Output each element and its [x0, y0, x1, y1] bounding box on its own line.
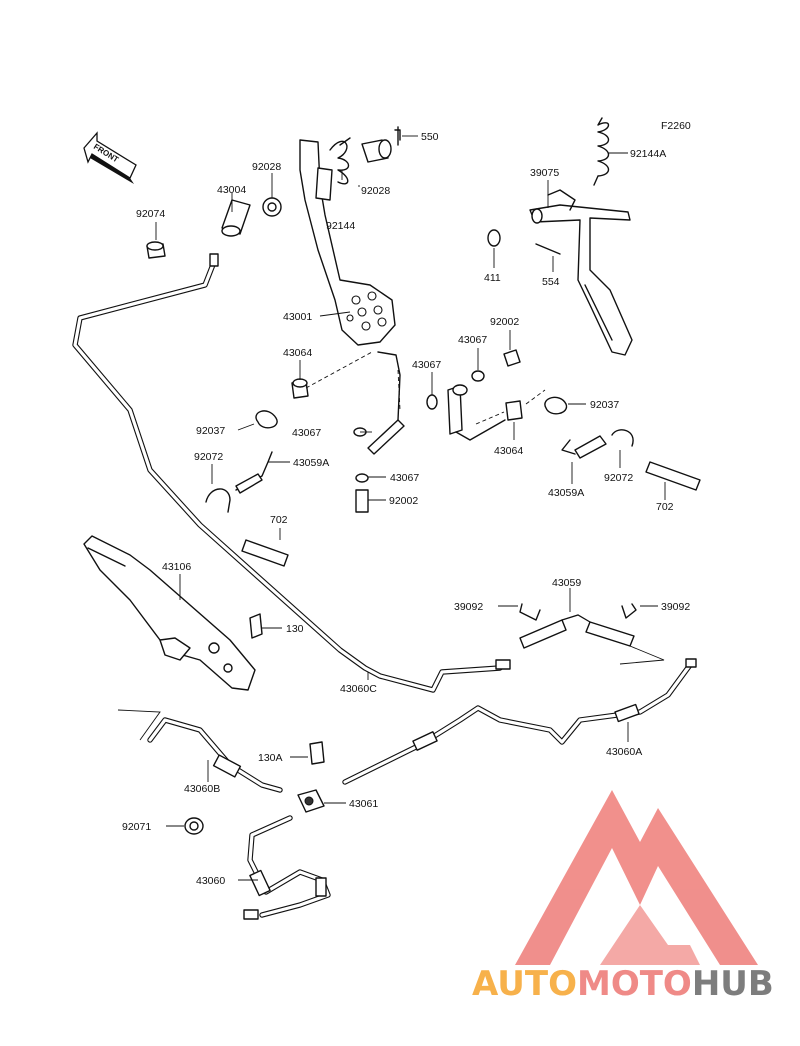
bolt-92002-a — [503, 349, 521, 367]
label-92028-b: 92028 — [361, 185, 390, 197]
watermark-auto: AUTO — [472, 964, 577, 1004]
bolt-92002-b — [355, 489, 369, 513]
label-554: 554 — [542, 276, 560, 288]
washer-43067-d — [355, 473, 369, 483]
label-43001: 43001 — [283, 311, 312, 323]
equalizer-43061 — [297, 789, 325, 813]
washer-43067-a — [471, 370, 485, 382]
label-130: 130 — [286, 623, 304, 635]
label-43060b: 43060B — [184, 783, 220, 795]
svg-text:AUTOMOTOHUB: AUTOMOTOHUB — [472, 964, 774, 1004]
bushing-92028-b — [361, 139, 392, 163]
label-92002-b: 92002 — [389, 495, 418, 507]
watermark-hub: HUB — [692, 964, 774, 1004]
clip-92072-b — [611, 429, 634, 447]
label-43060a: 43060A — [606, 746, 642, 758]
label-43060c: 43060C — [340, 683, 377, 695]
cable-43060a — [342, 658, 697, 785]
label-43060: 43060 — [196, 875, 225, 887]
spring-92144 — [329, 137, 351, 185]
label-411: 411 — [484, 272, 501, 284]
clip-39092-b — [621, 603, 637, 619]
label-43064-a: 43064 — [283, 347, 312, 359]
bushing-43064-a — [291, 378, 309, 399]
bushing-92074 — [146, 241, 166, 259]
brake-pedal-43001 — [299, 139, 396, 346]
hose-43059a-b — [561, 435, 607, 459]
cable-43059 — [519, 614, 635, 649]
clip-39092-a — [519, 603, 541, 621]
part-labels: 550 92144A 92028 92028 43004 92074 92144… — [122, 131, 690, 887]
label-39092-b: 39092 — [661, 601, 690, 613]
hose-fitting-center — [367, 351, 405, 455]
rod-702-a — [241, 539, 289, 567]
label-702-a: 702 — [270, 514, 288, 526]
front-arrow-icon: FRONT — [83, 131, 137, 184]
label-43059a-a: 43059A — [293, 457, 329, 469]
label-702-b: 702 — [656, 501, 674, 513]
washer-411 — [487, 229, 501, 247]
watermark-moto: MOTO — [577, 964, 692, 1004]
label-43106: 43106 — [162, 561, 191, 573]
label-43067-d: 43067 — [390, 472, 419, 484]
cable-43060c — [72, 253, 511, 693]
label-92144: 92144 — [326, 220, 355, 232]
bolt-130a — [309, 741, 325, 765]
label-43059a-b: 43059A — [548, 487, 584, 499]
parking-pedal-39075 — [529, 189, 633, 356]
spring-92144a — [593, 117, 610, 186]
figure-code: F2260 — [661, 120, 691, 132]
cable-43060b — [117, 709, 283, 793]
hose-43059a-a — [235, 451, 273, 494]
watermark-triangle-logo — [515, 790, 758, 965]
label-43059: 43059 — [552, 577, 581, 589]
pin-550 — [394, 126, 401, 146]
hose-fitting-right — [447, 384, 506, 441]
label-130a: 130A — [258, 752, 283, 764]
label-92072-a: 92072 — [194, 451, 223, 463]
leader-lines — [155, 135, 666, 881]
clamp-92037-a — [255, 410, 278, 429]
label-43067-a: 43067 — [458, 334, 487, 346]
label-43061: 43061 — [349, 798, 378, 810]
label-92074: 92074 — [136, 208, 165, 220]
label-39092-a: 39092 — [454, 601, 483, 613]
label-92071: 92071 — [122, 821, 151, 833]
label-92144a: 92144A — [630, 148, 666, 160]
clamp-92037-b — [544, 396, 568, 415]
rod-702-b — [645, 461, 701, 491]
cable-43060 — [243, 815, 331, 920]
bolt-130 — [249, 613, 263, 639]
bushing-92028-a — [262, 197, 282, 217]
washer-43067-c — [426, 394, 438, 410]
automotohub-watermark: AUTOMOTOHUB — [472, 790, 774, 1004]
pedal-shaft-43004 — [221, 199, 251, 237]
label-43067-b: 43067 — [292, 427, 321, 439]
pin-554 — [535, 243, 561, 255]
label-92037-b: 92037 — [590, 399, 619, 411]
label-43064-b: 43064 — [494, 445, 523, 457]
label-92002-a: 92002 — [490, 316, 519, 328]
label-39075: 39075 — [530, 167, 559, 179]
label-92037-a: 92037 — [196, 425, 225, 437]
bushing-43064-b — [505, 400, 523, 421]
label-43004: 43004 — [217, 184, 246, 196]
label-43067-c: 43067 — [412, 359, 441, 371]
label-550: 550 — [421, 131, 439, 143]
label-92072-b: 92072 — [604, 472, 633, 484]
hand-brake-lever-43106 — [83, 535, 256, 691]
grommet-92071 — [184, 817, 204, 835]
clip-92072-a — [205, 488, 231, 513]
label-92028-a: 92028 — [252, 161, 281, 173]
